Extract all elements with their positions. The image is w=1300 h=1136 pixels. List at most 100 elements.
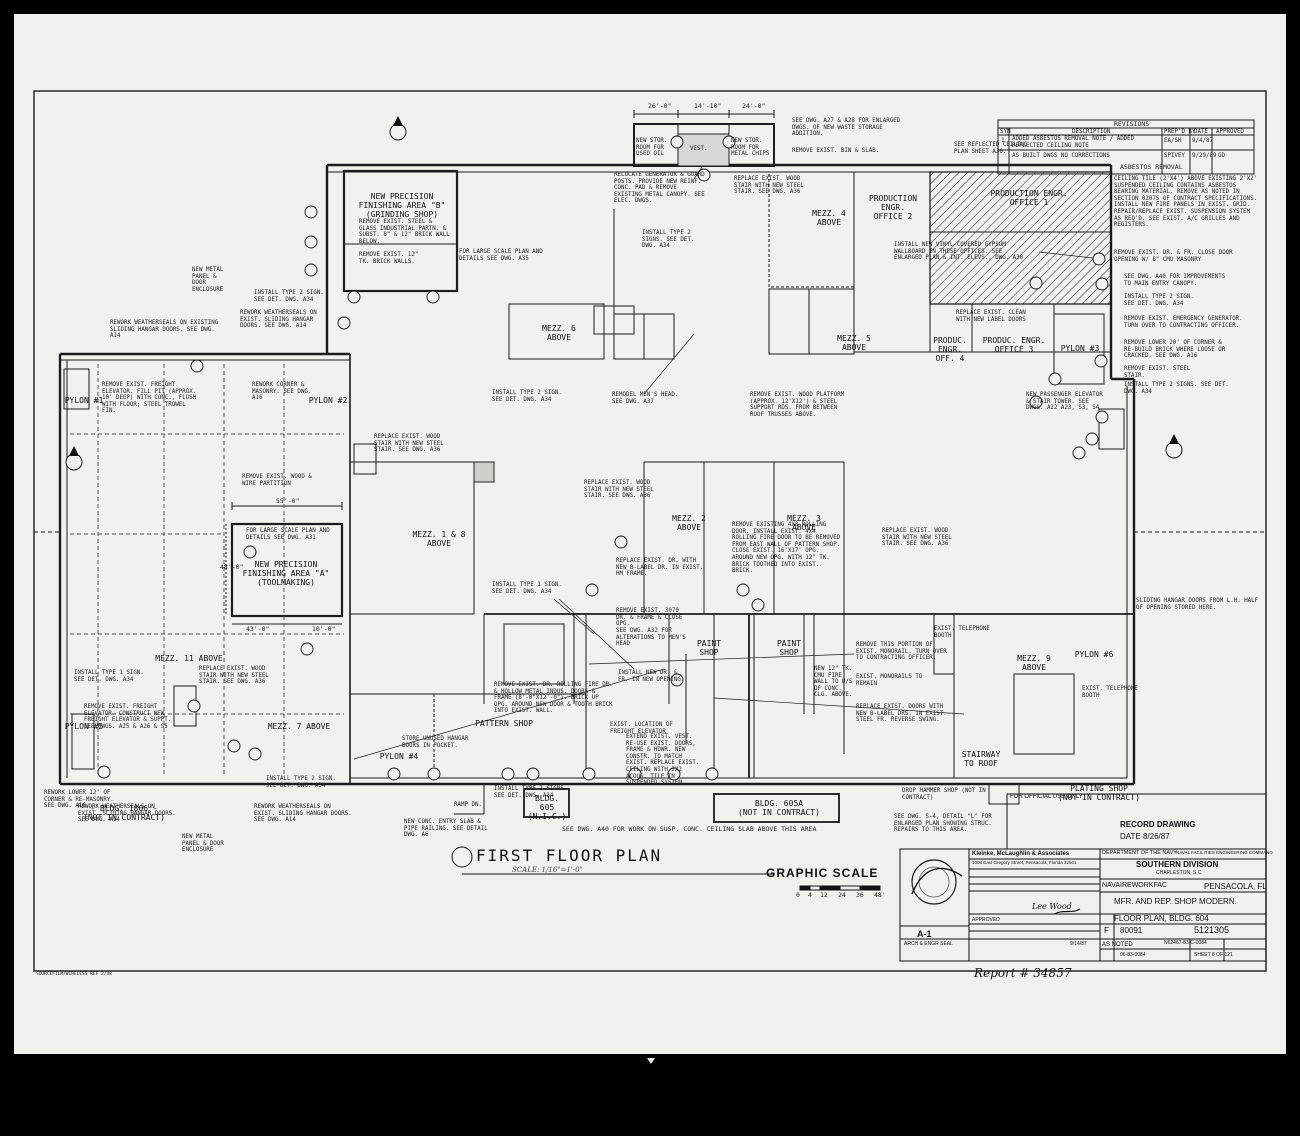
dimension-label: 48'-0" xyxy=(220,563,244,571)
note: CEILING TILE (2'x4') ABOVE EXISTING 2'x2… xyxy=(1114,176,1258,229)
note: INSTALL NEW DR. & FR. IN NEW OPENING. xyxy=(618,670,685,683)
note: SEE REFLECTED CEILING PLAN SHEET A36. xyxy=(954,142,1028,155)
drawing-title: FIRST FLOOR PLAN xyxy=(476,846,663,865)
note: REPLACE EXIST. DR. WITH NEW B-LABEL DR. … xyxy=(616,558,704,578)
revisions-col: DATE xyxy=(1194,129,1208,135)
note: REMOVE LOWER 20' OF CORNER & RE-BUILD BR… xyxy=(1124,340,1226,360)
room-label: PRODUC. ENGR. OFFICE 3 xyxy=(982,336,1046,354)
room-label: PYLON #6 xyxy=(1074,650,1114,659)
revisions-col: DESCRIPTION xyxy=(1072,129,1111,135)
note: EXIST. TELEPHONE BOOTH xyxy=(1082,686,1138,699)
note: STORE UNUSED HANGAR DOORS IN POCKET. xyxy=(402,736,469,749)
note: EXIST. MONORAILS TO REMAIN xyxy=(856,674,923,687)
note: INSTALL TYPE 1 SIGN. SEE DET. DWG. A34 xyxy=(74,670,144,683)
note: REPLACE EXIST. CLEAN WITH NEW LABEL DOOR… xyxy=(956,310,1026,323)
dimension-label: 26'-0" xyxy=(648,102,672,110)
note: REPLACE EXIST. WOOD STAIR WITH NEW STEEL… xyxy=(882,528,952,548)
graphic-scale-label: GRAPHIC SCALE xyxy=(766,866,879,880)
revision-date: 9/29/89 xyxy=(1192,153,1217,159)
activity-label: NAVAIREWORKFAC xyxy=(1102,882,1168,889)
note: REMOVE EXIST. WOOD & WIRE PARTITION xyxy=(242,474,312,487)
record-drawing-date: DATE 8/26/87 xyxy=(1120,832,1170,841)
note: REMOVE EXIST. 12" TK. BRICK WALLS. xyxy=(359,252,419,265)
room-label: PAINT SHOP xyxy=(696,639,722,657)
floor-plan-drawing xyxy=(33,90,1267,972)
revisions-col: SYM xyxy=(1000,129,1011,135)
note: INSTALL TYPE 2 SIGN. SEE DET. DWG. A34 xyxy=(266,776,336,789)
room-label: BLDG. 605 (N.I.C.) xyxy=(527,794,567,821)
scale-tick: 24 xyxy=(838,891,846,899)
note: REPLACE EXIST. WOOD STAIR WITH NEW STEEL… xyxy=(734,176,804,196)
scale-tick: 4 xyxy=(808,891,812,899)
note: INSTALL TYPE 2 SIGNS. SEE DET. DWG. A34 xyxy=(494,786,568,799)
architect-address: 1008 East Gregory Street, Pensacola, Flo… xyxy=(972,860,1077,865)
note: REWORK LOWER 12' OF CORNER & RE-MASONRY.… xyxy=(44,790,114,810)
drawing-scale-note: SCALE: 1/16"=1'-0" xyxy=(512,866,583,874)
revision-by: SPIVEY xyxy=(1164,153,1185,159)
note: REPLACE EXIST. WOOD STAIR WITH NEW STEEL… xyxy=(199,666,269,686)
note: NEW METAL PANEL & DOOR ENCLOSURE xyxy=(182,834,224,854)
navfac-drawing-number: 5121305 xyxy=(1194,925,1230,935)
room-label: MEZZ. 2 ABOVE xyxy=(672,514,706,532)
revisions-col: APPROVED xyxy=(1216,129,1244,135)
approved-date: 9/14/87 xyxy=(1070,941,1087,947)
room-label: PYLON #5 xyxy=(64,722,104,731)
project-title: MFR. AND REP. SHOP MODERN. xyxy=(1114,897,1237,906)
room-label: NEW STOR. ROOM FOR USED OIL xyxy=(636,138,668,158)
note: EXTEND EXIST. VEST. RE-USE EXIST. DOORS,… xyxy=(626,734,700,787)
room-label: PYLON #2 xyxy=(308,396,348,405)
code-id: 80091 xyxy=(1120,926,1143,935)
department-label: DEPARTMENT OF THE NAVY xyxy=(1102,850,1177,856)
note: SEE DWG. S-4, DETAIL "L" FOR ENLARGED PL… xyxy=(894,814,992,834)
sheet-id: A-1 xyxy=(917,929,932,939)
note: EXIST. LOCATION OF FREIGHT ELEVATOR xyxy=(610,722,673,735)
note: REWORK WEATHERSEALS ON EXIST. SLIDING HA… xyxy=(254,804,352,824)
dimension-label: 24'-0" xyxy=(742,102,766,110)
note: INSTALL NEW VINYL-COVERED GYPSUM WALLBOA… xyxy=(894,242,1024,262)
contract-number: N62467-83-C-0084 xyxy=(1164,940,1207,946)
handwritten-report-number: Report # 34857 xyxy=(974,966,1072,980)
division-city: CHARLESTON, S.C. xyxy=(1156,870,1203,876)
note: REMOVE EXIST. EMERGENCY GENERATOR. TURN … xyxy=(1124,316,1243,329)
room-label: MEZZ. 7 ABOVE xyxy=(267,722,331,731)
room-label: NEW STOR. ROOM FOR METAL CHIPS xyxy=(731,138,770,158)
note: INSTALL TYPE 2 SIGN. SEE DET. DWG. A34 xyxy=(1124,294,1194,307)
revisions-col: PREP'D BY xyxy=(1164,129,1196,135)
note: REMOVE THIS PORTION OF EXIST. MONORAIL. … xyxy=(856,642,947,662)
bottom-note: SEE DWG. A40 FOR WORK ON SUSP. CONC. CEI… xyxy=(562,825,817,833)
note: REMOVE EXIST. DR. ROLLING FIRE DR. & HOL… xyxy=(494,682,613,715)
revisions-header: REVISIONS xyxy=(1114,120,1150,128)
note: REMOVE EXIST. DR. & FR. CLOSE DOOR OPENI… xyxy=(1114,250,1233,263)
note: REMOVE EXIST. 3070 DR. & FRAME & CLOSE O… xyxy=(616,608,683,628)
note: INSTALL TYPE 2 SIGN. SEE DET. DWG. A34 xyxy=(254,290,324,303)
room-label: - BLDG. 1806 - (NOT IN CONTRACT) xyxy=(83,804,165,822)
room-label: BLDG. 605A (NOT IN CONTRACT) xyxy=(738,799,820,817)
signature: Lee Wood xyxy=(1032,902,1072,911)
dimension-label: 43'-0" xyxy=(246,625,270,633)
sheet-number: SHEET 8 OF 121 xyxy=(1194,952,1233,958)
revision-by: EA/SH xyxy=(1164,138,1182,144)
note: SLIDING HANGAR DOORS FROM L.H. HALF OF O… xyxy=(1136,598,1259,611)
sheet-center-mark xyxy=(647,1058,655,1064)
note: INSTALL TYPE 2 SIGNS. SEE DET. DWG. A34 xyxy=(642,230,695,250)
room-label: PRODUC. ENGR. OFF. 4 xyxy=(933,336,967,363)
note: NEW CONC. ENTRY SLAB & PIPE RAILING. SEE… xyxy=(404,819,488,839)
dimension-label: 55'-0" xyxy=(276,497,300,505)
room-label: MEZZ. 5 ABOVE xyxy=(837,334,871,352)
revision-desc: ADDED ASBESTOS REMOVAL NOTE / ADDED REFL… xyxy=(1012,136,1135,149)
note-heading: ASBESTOS REMOVAL xyxy=(1120,163,1183,171)
room-label: MEZZ. 1 & 8 ABOVE xyxy=(412,530,466,548)
note: INSTALL TYPE 1 SIGN. SEE DET. DWG. A34 xyxy=(492,582,562,595)
note: REPLACE EXIST. DOORS WITH NEW B-LABEL DR… xyxy=(856,704,947,724)
room-label: MEZZ. 6 ABOVE xyxy=(542,324,576,342)
dimension-label: 14'-10" xyxy=(694,102,722,110)
note: DROP HAMMER SHOP (NOT IN CONTRACT) xyxy=(902,788,986,801)
note: REWORK WEATHERSEALS ON EXIST. SLIDING HA… xyxy=(78,804,176,824)
record-drawing-label: RECORD DRAWING xyxy=(1120,820,1196,829)
room-label: STAIRWAY TO ROOF xyxy=(961,750,1001,768)
command-label: NAVAL FACILITIES ENGINEERING COMMAND xyxy=(1176,850,1273,855)
note: INSTALL TYPE 2 SIGN. SEE DET. DWG. A34 xyxy=(492,390,562,403)
room-label: PRODUCTION ENGR. OFFICE 1 xyxy=(990,189,1068,207)
room-label: PLATING SHOP (NOT IN CONTRACT) xyxy=(1058,784,1140,802)
note: REMOVE EXIST. FREIGHT ELEVATOR. FILL PIT… xyxy=(102,382,197,415)
